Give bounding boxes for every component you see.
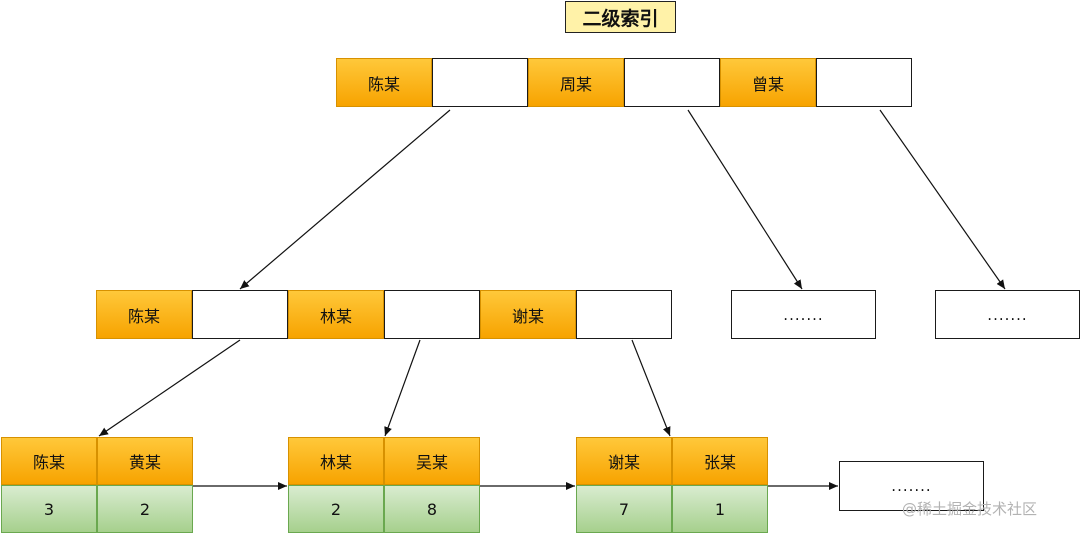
arrow-root-to-more-2 (879, 109, 1006, 290)
leaf2-key-2: 吴某 (384, 437, 480, 485)
leaf2-value-1: 2 (288, 485, 384, 533)
root-key-1: 陈某 (336, 58, 432, 107)
leaf3-value-1: 7 (576, 485, 672, 533)
root-key-2: 周某 (528, 58, 624, 107)
leaf3-value-2: 1 (672, 485, 768, 533)
root-pointer-2 (624, 58, 720, 107)
leaf3-key-1: 谢某 (576, 437, 672, 485)
watermark-text: @稀土掘金技术社区 (902, 500, 1038, 518)
level2-more-node-1: ....... (731, 290, 876, 339)
level2-key-2: 林某 (288, 290, 384, 339)
arrow-level2-to-leaf1 (98, 339, 241, 437)
arrow-root-to-more-1 (687, 109, 803, 290)
arrow-level2-to-leaf2 (384, 339, 421, 437)
leaf-more-node: ....... (839, 461, 984, 511)
level2-key-1: 陈某 (96, 290, 192, 339)
level2-pointer-1 (192, 290, 288, 339)
root-key-3: 曾某 (720, 58, 816, 107)
root-pointer-3 (816, 58, 912, 107)
leaf2-value-2: 8 (384, 485, 480, 533)
level2-pointer-3 (576, 290, 672, 339)
level2-more-node-2: ....... (935, 290, 1080, 339)
arrow-level2-to-leaf3 (631, 339, 671, 437)
leaf3-key-2: 张某 (672, 437, 768, 485)
level2-key-3: 谢某 (480, 290, 576, 339)
leaf1-key-2: 黄某 (97, 437, 193, 485)
leaf1-value-2: 2 (97, 485, 193, 533)
leaf1-key-1: 陈某 (1, 437, 97, 485)
arrow-root-to-level2 (239, 109, 451, 290)
leaf1-value-1: 3 (1, 485, 97, 533)
root-pointer-1 (432, 58, 528, 107)
diagram-title: 二级索引 (565, 1, 676, 33)
level2-pointer-2 (384, 290, 480, 339)
leaf2-key-1: 林某 (288, 437, 384, 485)
